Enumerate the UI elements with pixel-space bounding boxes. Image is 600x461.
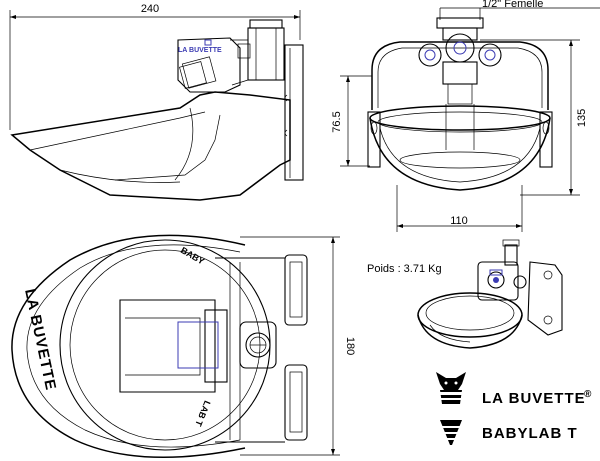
model-name: BABYLAB T [482,425,578,442]
front-bowl-height-label: 76.5 [331,111,343,132]
top-height-label: 180 [344,337,356,355]
brand-name: LA BUVETTE [482,390,586,407]
side-view: 240 LA BUVETTE [9,3,304,201]
embossed-baby: BABY [179,245,206,266]
drop-icon [440,420,462,445]
cow-head-icon [436,372,466,404]
side-width-label: 240 [141,3,159,15]
thread-label: 1/2" Femelle [482,0,543,10]
front-width-label: 110 [450,215,468,227]
brand-logo: LA BUVETTE ® BABYLAB T [436,372,592,445]
weight-label: Poids : 3.71 Kg [367,263,442,275]
front-height-label: 135 [576,109,588,127]
embossed-la-buvette: LA BUVETTE [21,287,59,392]
registered-mark: ® [584,389,592,400]
embossed-lab-t: LAB T [193,399,212,428]
front-view: 1/2" Femelle 76.5 [331,0,600,232]
side-label: LA BUVETTE [178,47,222,54]
top-view: 180 LA BUVETTE BABY LAB T [11,234,356,459]
isometric-view: Poids : 3.71 Kg [367,239,563,349]
